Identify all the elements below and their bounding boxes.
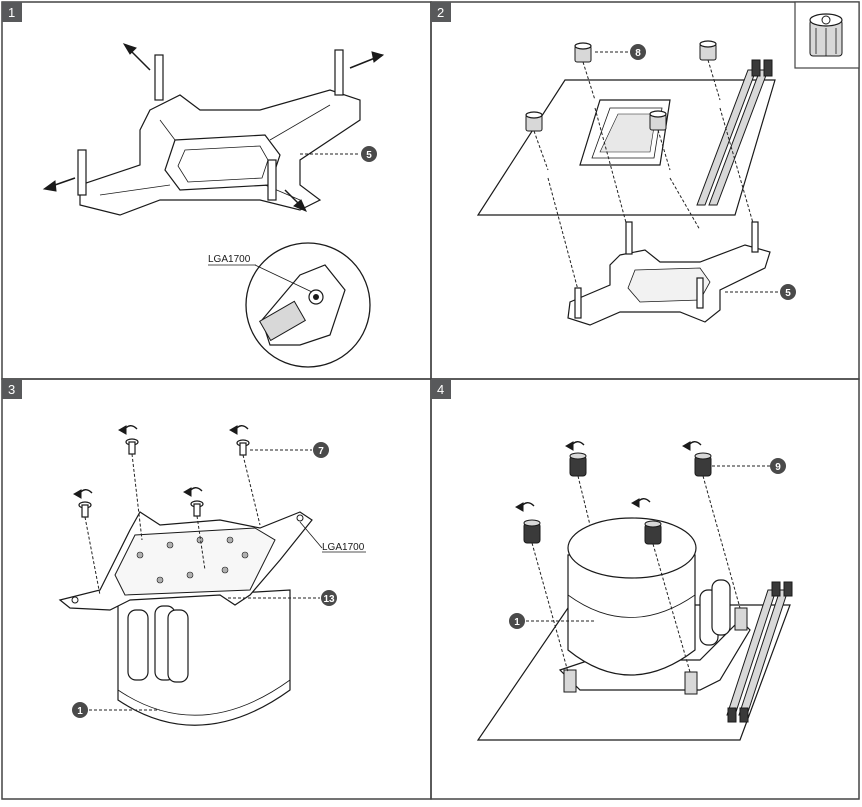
backplate-pin xyxy=(77,149,87,196)
step-4-badge: 4 xyxy=(431,379,451,399)
backplate-pin xyxy=(154,54,164,101)
outward-arrow-icon xyxy=(349,51,385,69)
svg-text:4: 4 xyxy=(437,382,444,397)
outward-arrow-icon xyxy=(284,189,307,212)
outward-arrow-icon xyxy=(42,177,76,192)
standoff-icon xyxy=(525,111,543,132)
svg-text:7: 7 xyxy=(318,446,324,457)
screw-icon xyxy=(78,501,92,518)
thumbscrew-icon xyxy=(523,519,541,544)
step-3-badge: 3 xyxy=(2,379,22,399)
callout-13: 13 xyxy=(228,590,337,606)
thumbscrew-icon xyxy=(644,520,662,545)
motherboard-drawing xyxy=(476,59,776,216)
svg-text:5: 5 xyxy=(785,288,791,299)
callout-5: 5 xyxy=(300,146,377,162)
svg-text:1: 1 xyxy=(514,617,520,628)
backplate-pin xyxy=(334,49,344,96)
svg-text:9: 9 xyxy=(775,462,781,473)
callout-1: 1 xyxy=(72,702,160,718)
backplate-drawing xyxy=(567,221,771,326)
standoff-icon xyxy=(699,40,717,61)
socket-label: LGA1700 xyxy=(322,542,365,553)
callout-9: 9 xyxy=(712,458,786,474)
rotate-arrow-icon xyxy=(117,425,138,435)
step-2-badge: 2 xyxy=(431,2,451,22)
svg-text:5: 5 xyxy=(366,150,372,161)
thumbscrew-icon xyxy=(694,452,712,477)
rotate-arrow-icon xyxy=(564,441,585,451)
step-1-badge: 1 xyxy=(2,2,22,22)
callout-7: 7 xyxy=(250,442,329,458)
lga1700-detail-zoom xyxy=(245,242,371,368)
svg-text:3: 3 xyxy=(8,382,15,397)
callout-1: 1 xyxy=(509,613,595,629)
screw-icon xyxy=(125,438,139,455)
rotate-arrow-icon xyxy=(514,502,535,512)
svg-text:13: 13 xyxy=(323,594,335,605)
socket-label: LGA1700 xyxy=(208,254,251,265)
callout-8: 8 xyxy=(595,44,646,60)
backplate-drawing xyxy=(42,43,385,216)
svg-text:2: 2 xyxy=(437,5,444,20)
standoff-icon xyxy=(574,42,592,63)
outward-arrow-icon xyxy=(122,43,151,71)
callout-5: 5 xyxy=(725,284,796,300)
svg-text:1: 1 xyxy=(8,5,15,20)
panel-4-frame xyxy=(430,378,860,800)
standoff-icon xyxy=(649,110,667,131)
backplate-pin xyxy=(267,159,277,201)
rotate-arrow-icon xyxy=(182,487,203,497)
svg-text:8: 8 xyxy=(635,48,641,59)
rotate-arrow-icon xyxy=(228,425,249,435)
pump-block-drawing xyxy=(58,511,313,726)
rotate-arrow-icon xyxy=(630,498,651,508)
screw-icon xyxy=(236,439,250,456)
rotate-arrow-icon xyxy=(681,441,702,451)
screw-icon xyxy=(190,500,204,517)
thumbscrew-icon xyxy=(569,452,587,477)
pump-block-drawing xyxy=(558,517,751,695)
svg-text:1: 1 xyxy=(77,706,83,717)
thumbscrew-icon xyxy=(794,1,860,69)
rotate-arrow-icon xyxy=(72,489,93,499)
